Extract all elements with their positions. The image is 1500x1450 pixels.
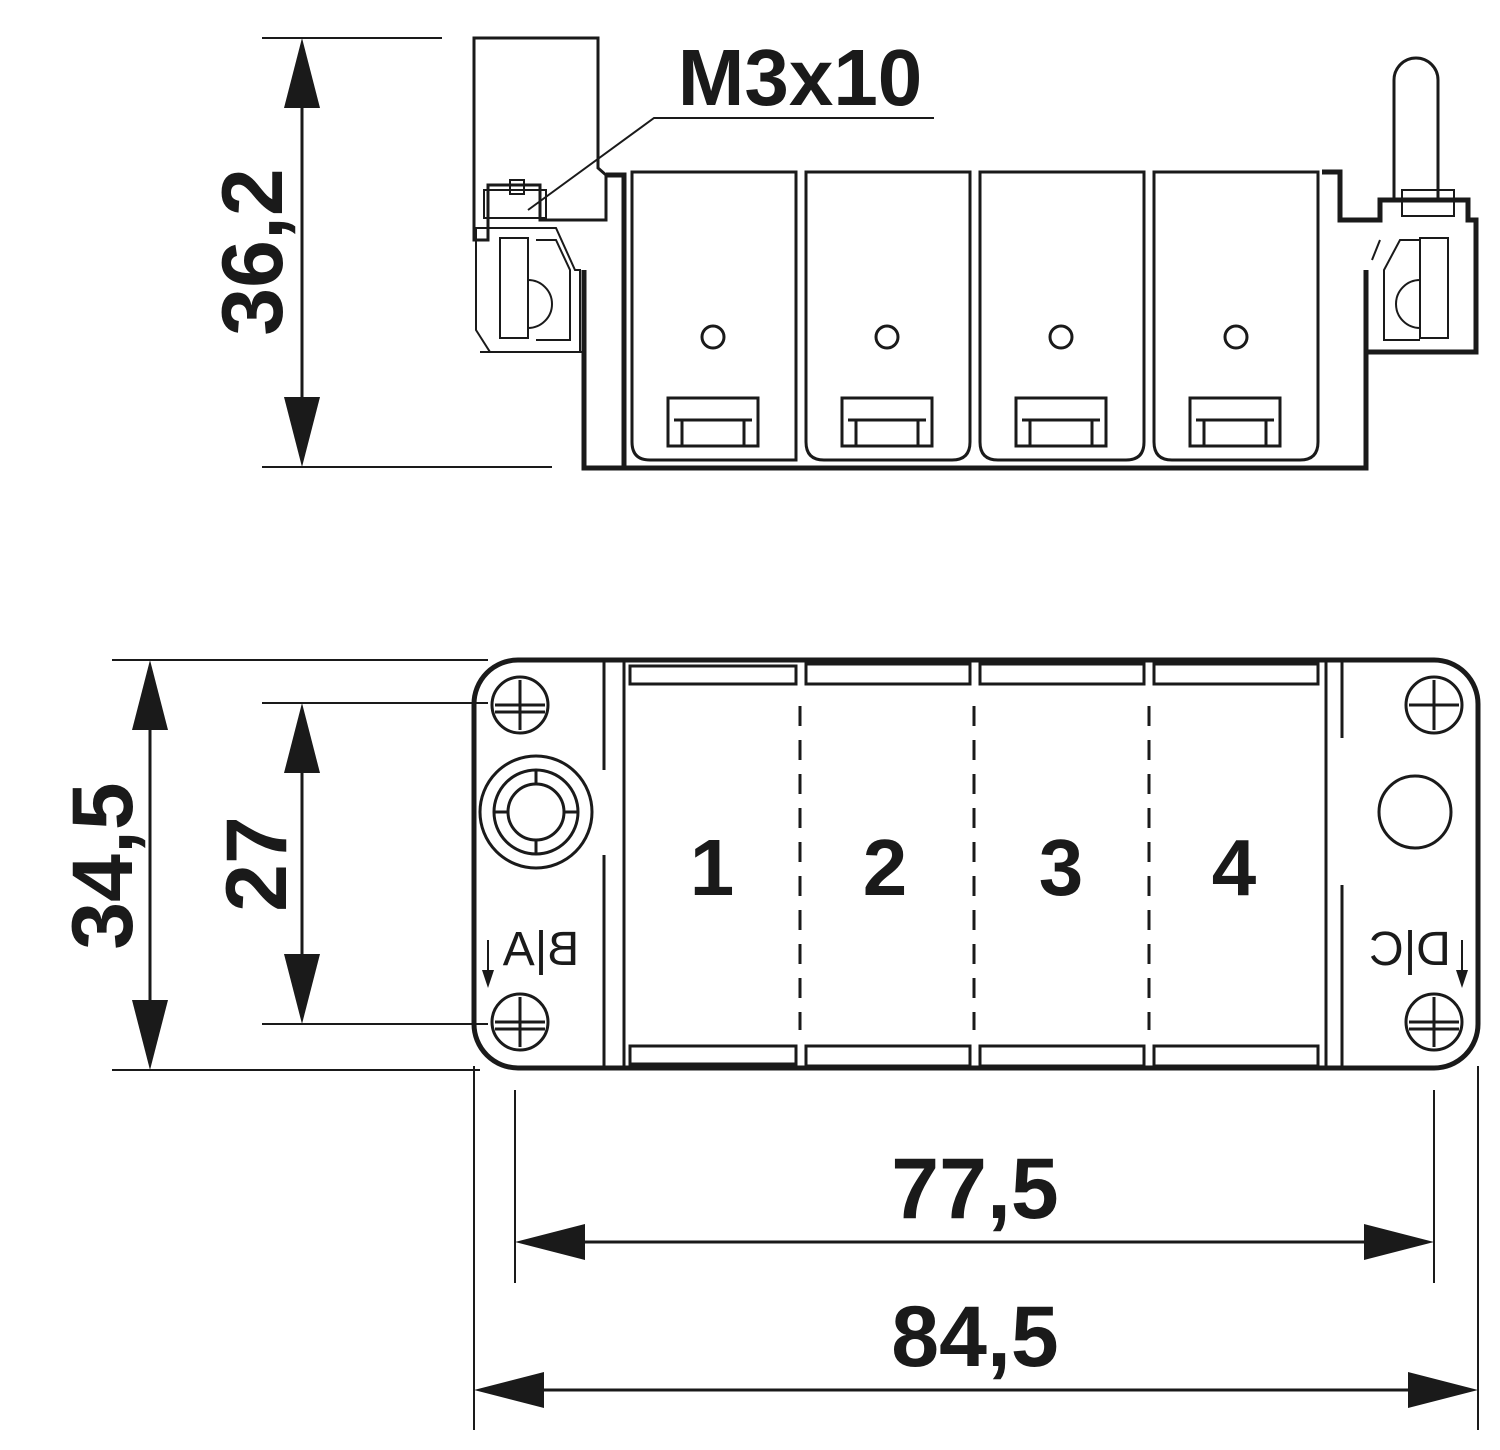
housing-top: [606, 169, 1479, 468]
module-3-hole-icon: [1048, 324, 1074, 350]
svg-text:D|C: D|C: [1369, 923, 1451, 976]
right-end-plate: [1324, 660, 1344, 1068]
arrow-down-icon: [284, 397, 320, 467]
front-housing-outline: [471, 657, 1481, 1071]
arrow-up-icon: [132, 660, 168, 730]
screw-top-right-icon: [1404, 675, 1464, 735]
dimension-side-height-label: 36,2: [205, 168, 301, 335]
screw-callout-label: M3x10: [678, 33, 923, 122]
locking-pin: [1392, 56, 1440, 200]
module-1-hole-icon: [700, 324, 726, 350]
module-4-hole-icon: [1223, 324, 1249, 350]
bottom-rails: [628, 1044, 1320, 1068]
front-view: 1 2 3 4: [55, 657, 1481, 1430]
coding-label-left: B|A: [482, 923, 579, 988]
arrow-left-icon: [515, 1224, 585, 1260]
arrow-up-icon: [284, 38, 320, 108]
arrow-left-icon: [474, 1372, 544, 1408]
side-module-2: [804, 170, 972, 462]
top-rails: [628, 662, 1320, 686]
svg-text:84,5: 84,5: [891, 1289, 1058, 1385]
left-end-plate: [602, 660, 626, 1068]
module-separators: [798, 706, 1151, 1030]
side-module-4: [1152, 170, 1320, 462]
module-number-2: 2: [863, 823, 908, 912]
callout-leader: [527, 117, 934, 211]
arrow-down-icon: [284, 954, 320, 1024]
screw-top-left-icon: [490, 675, 550, 735]
dimension-side-height: 36,2: [205, 37, 552, 468]
svg-text:34,5: 34,5: [55, 782, 151, 949]
arrow-down-icon: [132, 1000, 168, 1070]
arrow-down-icon: [1456, 970, 1468, 988]
locking-socket-icon: [478, 754, 594, 870]
dimension-hole-spacing-vertical: 27: [209, 702, 488, 1025]
dimension-hole-spacing-horizontal: 77,5: [514, 1090, 1435, 1283]
arrow-up-icon: [284, 703, 320, 773]
locking-pin-hole-icon: [1377, 774, 1453, 850]
side-module-3: [978, 170, 1146, 462]
coding-label-right: D|C: [1369, 923, 1468, 988]
side-module-1: [630, 170, 798, 462]
housing-outline: [581, 270, 1369, 471]
svg-text:77,5: 77,5: [891, 1141, 1058, 1237]
svg-text:B|A: B|A: [503, 923, 580, 976]
screw-bottom-right-icon: [1404, 992, 1464, 1052]
arrow-down-icon: [482, 970, 494, 988]
arrow-right-icon: [1408, 1372, 1478, 1408]
module-number-1: 1: [690, 823, 735, 912]
module-number-4: 4: [1212, 823, 1257, 912]
svg-text:27: 27: [209, 816, 305, 912]
screw-bottom-left-icon: [490, 992, 550, 1052]
right-screw-assembly: [1371, 189, 1455, 341]
dimension-outer-width: 84,5: [473, 1066, 1479, 1430]
module-2-hole-icon: [874, 324, 900, 350]
arrow-right-icon: [1364, 1224, 1434, 1260]
side-view: M3x10 36,2: [205, 33, 1479, 471]
left-screw-assembly: [475, 179, 584, 353]
left-fastening-block: [472, 36, 608, 242]
dimension-outer-height: 34,5: [55, 659, 488, 1071]
module-number-3: 3: [1039, 823, 1084, 912]
